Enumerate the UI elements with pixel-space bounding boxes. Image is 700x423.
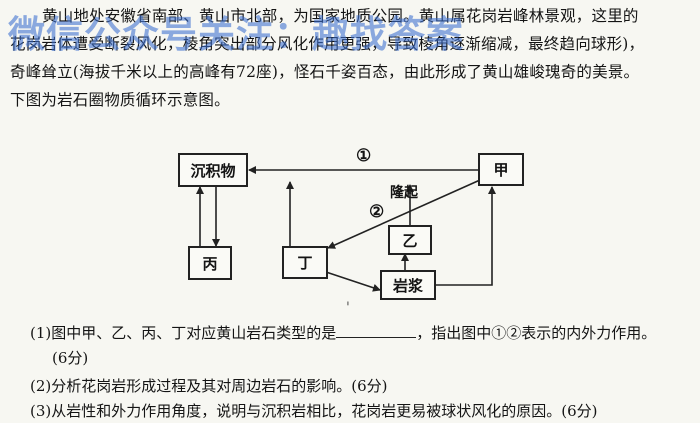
box-sediment-label: 沉积物 [190, 161, 236, 180]
question-1-text-b: ，指出图中①②表示的内外力作用。 [416, 324, 657, 342]
box-ding-label: 丁 [297, 254, 313, 272]
intro-line-3: 奇峰耸立(海拔千米以上的高峰有72座)，怪石千姿百态，由此形成了黄山雄峻瑰奇的美… [10, 63, 640, 81]
box-jia: 甲 [478, 153, 524, 186]
box-jia-label: 甲 [493, 161, 509, 179]
arrow-jia-to-ding [327, 179, 481, 249]
box-yi: 乙 [388, 225, 432, 255]
box-magma-label: 岩浆 [392, 276, 423, 295]
intro-paragraph: 黄山地处安徽省南部、黄山市北部，为国家地质公园。黄山属花岗岩峰林景观，这里的 花… [10, 2, 694, 114]
answer-blank [336, 323, 417, 338]
arrow-ding-to-magma [319, 269, 381, 292]
question-3: (3)从岩性和外力作用角度，说明与沉积岩相比，花岗岩更易被球状风化的原因。(6分… [30, 402, 598, 420]
intro-line-4: 下图为岩石圈物质循环示意图。 [10, 91, 230, 109]
intro-line-2: 花岗岩体遭受断裂风化，棱角突出部分风化作用更强，导致棱角逐渐缩减，最终趋向球形)… [10, 35, 645, 53]
question-1: (1)图中甲、乙、丙、丁对应黄山岩石类型的是 ，指出图中①②表示的内外力作用。 [30, 322, 656, 344]
intro-line-1: 黄山地处安徽省南部、黄山市北部，为国家地质公园。黄山属花岗岩峰林景观，这里的 [42, 7, 639, 25]
box-sediment: 沉积物 [178, 153, 248, 187]
box-bing: 丙 [188, 246, 232, 280]
question-2: (2)分析花岗岩形成过程及其对周边岩石的影响。(6分) [30, 377, 388, 395]
label-uplift: 隆起 [390, 185, 418, 201]
diagram-arrows [196, 166, 496, 292]
question-1-text-a: (1)图中甲、乙、丙、丁对应黄山岩石类型的是 [30, 324, 337, 342]
arrow-magma-to-jia [436, 186, 496, 286]
stray-mark: ' [346, 300, 350, 316]
box-ding: 丁 [282, 246, 328, 279]
box-bing-label: 丙 [202, 254, 218, 273]
box-yi-label: 乙 [402, 231, 418, 250]
label-circle-1: ① [356, 146, 372, 166]
rock-cycle-diagram: 沉积物 甲 乙 丙 丁 岩浆 ① ② 隆起 ' [170, 140, 530, 320]
box-magma: 岩浆 [380, 270, 436, 300]
question-1-score: (6分) [52, 349, 89, 367]
label-circle-2: ② [369, 202, 385, 222]
